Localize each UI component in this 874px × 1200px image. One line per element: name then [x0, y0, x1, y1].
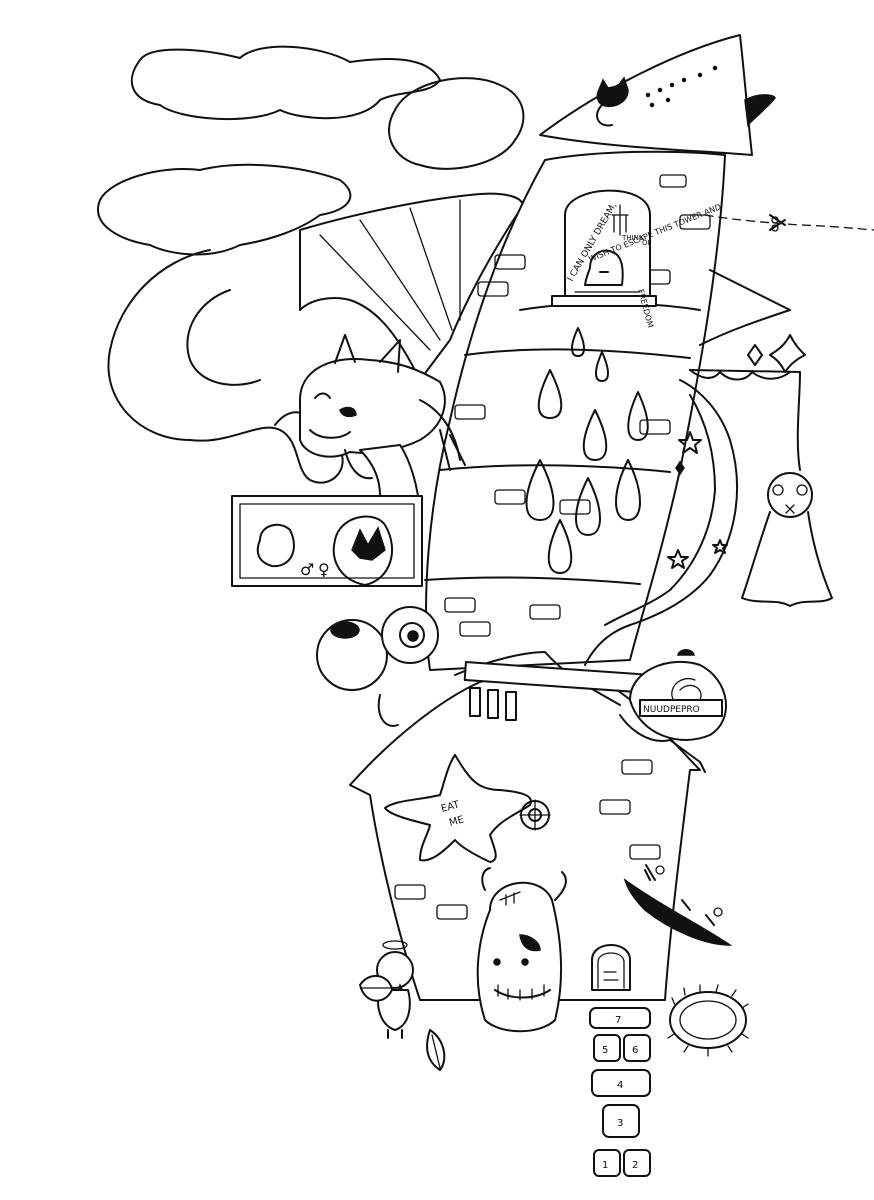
hopscotch: 7 5 6 4 3 1 2 [589, 1007, 651, 1177]
hopscotch-number-5: 5 [602, 1045, 608, 1056]
hopscotch-number-6: 6 [632, 1045, 638, 1056]
stars [667, 334, 806, 569]
thorn-wreath [667, 984, 749, 1057]
black-blade [623, 864, 733, 946]
hopscotch-number-3: 3 [617, 1118, 623, 1129]
tower-window: I CAN ONLY DREAM, WISH TO ESCAPE THIS TO… [551, 189, 722, 329]
dragon-wing [299, 192, 524, 381]
scissors-icon [769, 214, 786, 231]
cloud-left [97, 163, 352, 256]
dragon [299, 334, 466, 529]
dragon-tail [584, 379, 739, 666]
ghost-doll [741, 472, 833, 607]
stitched-monster [476, 867, 567, 1033]
starfish-text-me: ME [448, 814, 465, 828]
eyeballs [316, 606, 439, 727]
tower-roof [539, 34, 776, 156]
poster: ♂ ♀ [231, 495, 423, 587]
lower-house-bricks [394, 759, 661, 920]
poster-symbol-male: ♂ [300, 560, 314, 579]
teardrops [525, 327, 649, 574]
starfish-text-eat: EAT [440, 799, 462, 815]
lever-text: NUUDPEPRO [643, 705, 700, 715]
snail: NUUDPEPRO [619, 649, 727, 773]
banner [689, 269, 801, 471]
cloud-middle [388, 77, 525, 170]
leaf-left [359, 975, 393, 1002]
target-icon [519, 799, 551, 831]
dashed-cut-line [704, 214, 874, 232]
cat-silhouette [596, 76, 629, 127]
hopscotch-number-2: 2 [632, 1160, 638, 1171]
little-door [591, 944, 631, 991]
hopscotch-number-4: 4 [617, 1080, 623, 1091]
window-text-line-4: OF [642, 239, 652, 247]
window-text-line-3: THINK [621, 234, 644, 242]
leaf-bottom [426, 1029, 446, 1071]
hopscotch-number-1: 1 [602, 1160, 608, 1171]
starfish: EAT ME [384, 754, 532, 863]
cloud-top [130, 45, 441, 121]
poster-symbol-female: ♀ [318, 560, 330, 579]
hopscotch-number-7: 7 [615, 1015, 621, 1026]
tower-bricks [444, 174, 711, 637]
